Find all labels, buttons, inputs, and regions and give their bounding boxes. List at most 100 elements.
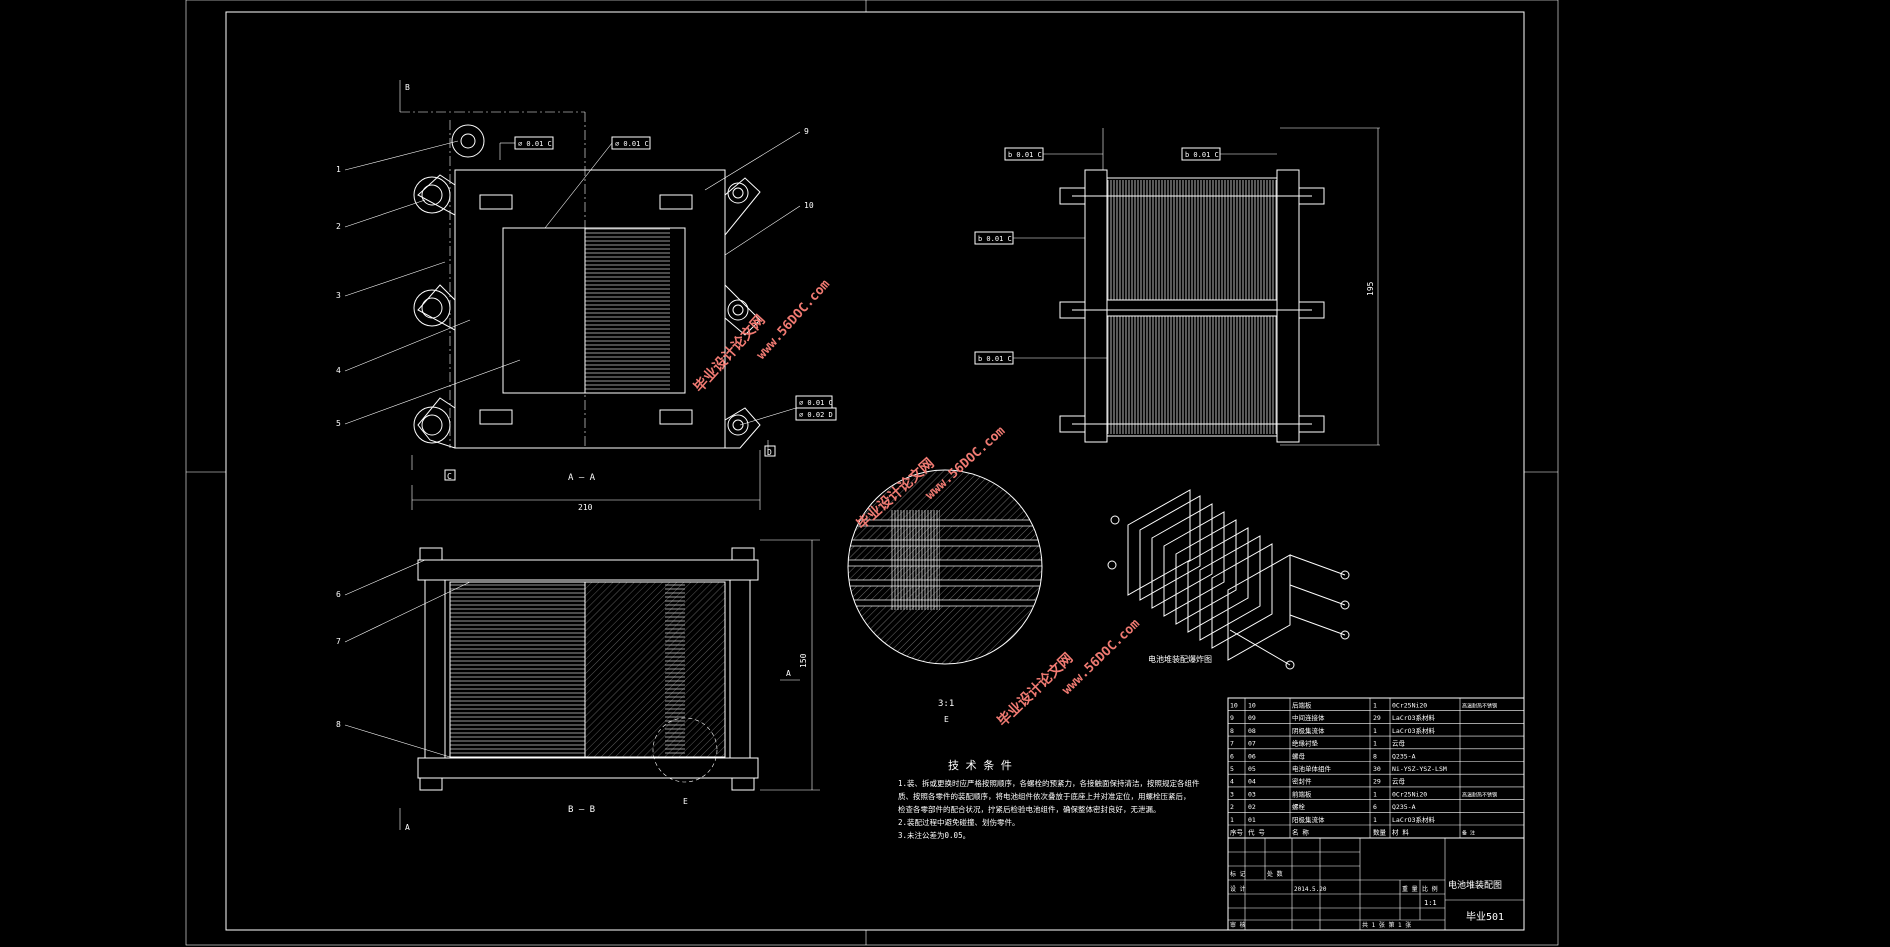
bom-cell: 01 — [1248, 816, 1256, 824]
balloon-4: 4 — [336, 366, 341, 375]
bom-header-cell: 备 注 — [1462, 830, 1475, 837]
bom-cell: 0Cr25Ni20 — [1392, 702, 1427, 710]
exploded-view: 电池堆装配爆炸图 — [1107, 489, 1350, 670]
tb-label-count: 处 数 — [1267, 870, 1283, 878]
bom-cell: 10 — [1248, 702, 1256, 710]
tb-label-ratio: 比 例 — [1422, 885, 1438, 893]
tech-req-line-5: 3.未注公差为0.05。 — [898, 830, 970, 840]
tb-label-check: 审 核 — [1230, 921, 1246, 929]
bom-cell: 8 — [1230, 727, 1234, 735]
bom-cell: Ni-YSZ-YSZ-LSM — [1392, 765, 1447, 773]
bom-cell: 07 — [1248, 740, 1256, 748]
gdt-frame-3: ⌀ 0.01 C — [799, 399, 833, 407]
bom-cell: 高温耐热不锈钢 — [1462, 791, 1497, 798]
section-a-marker-right: A — [786, 669, 791, 678]
gdt-frame-4: ⌀ 0.02 D — [799, 411, 833, 419]
balloon-2: 2 — [336, 222, 341, 231]
bom-cell: 1 — [1373, 790, 1377, 798]
datum-c-label: C — [447, 472, 452, 481]
bom-cell: 云母 — [1392, 740, 1406, 748]
bom-header-cell: 数量 — [1373, 828, 1387, 837]
bom-cell: 3 — [1230, 790, 1234, 798]
tech-req-line-4: 2.装配过程中避免碰撞、划伤零件。 — [898, 817, 1020, 827]
dimension-height-right: 195 — [1366, 281, 1375, 296]
bom-cell: 螺母 — [1292, 751, 1306, 760]
bom-cell: 高温耐热不锈钢 — [1462, 703, 1497, 710]
balloon-9: 9 — [804, 127, 809, 136]
gdt-frame-r3: b 0.01 C — [978, 235, 1012, 243]
tb-sheet: 共 1 张 第 1 张 — [1362, 921, 1411, 929]
gdt-frame-r4: b 0.01 C — [978, 355, 1012, 363]
bom-cell: 云母 — [1392, 778, 1406, 786]
section-a-a-view: C B A — A 210 D — [399, 80, 776, 512]
bom-header-cell: 名 称 — [1292, 828, 1309, 837]
tb-label-mark: 标 记 — [1230, 870, 1246, 878]
balloon-leaders — [344, 131, 801, 758]
balloon-3: 3 — [336, 291, 341, 300]
bom-cell: 0Cr25Ni20 — [1392, 790, 1427, 798]
exploded-caption: 电池堆装配爆炸图 — [1148, 654, 1212, 664]
section-b-marker-top: B — [405, 83, 410, 92]
tb-scale: 1:1 — [1424, 899, 1437, 907]
datum-d-label: D — [767, 448, 772, 457]
bom-cell: 05 — [1248, 765, 1256, 773]
gdt-frames-right: b 0.01 C b 0.01 C b 0.01 C b 0.01 C — [974, 147, 1277, 365]
title-block: 标 记 处 数 设 计 2014.5.20 审 核 重 量 比 例 1:1 共 … — [1227, 837, 1525, 931]
bom-cell: 03 — [1248, 790, 1256, 798]
detail-e-marker: E — [683, 797, 688, 806]
tb-label-design: 设 计 — [1230, 885, 1246, 893]
bom-cell: 29 — [1373, 778, 1381, 786]
bom-cell: 6 — [1230, 752, 1234, 760]
detail-e-view: 3:1 E — [847, 469, 1043, 724]
bom-cell: 绝缘衬垫 — [1292, 739, 1319, 748]
bom-cell: 8 — [1373, 752, 1377, 760]
bom-cell: 10 — [1230, 702, 1238, 710]
balloon-1: 1 — [336, 165, 341, 174]
section-b-b-label: B — B — [568, 805, 595, 815]
bom-header-cell: 代 号 — [1248, 828, 1265, 837]
tech-req-line-1: 1.装、拆或更换时应严格按照顺序，各螺栓的预紧力，各接触面保持清洁，按照规定各组… — [898, 778, 1200, 788]
bom-header-cell: 材 料 — [1392, 828, 1409, 837]
bom-cell: Q235-A — [1392, 752, 1416, 760]
gdt-frame-2: ⌀ 0.01 C — [615, 140, 649, 148]
bom-cell: 1 — [1373, 816, 1377, 824]
side-view: 195 — [1059, 127, 1380, 446]
tech-req-line-3: 检查各零部件的配合状况，拧紧后检验电池组件，确保整体密封良好，无泄漏。 — [898, 804, 1161, 814]
bom-cell: Q235-A — [1392, 803, 1416, 811]
bom-header-cell: 序号 — [1230, 828, 1244, 837]
bom-cell: 1 — [1373, 727, 1377, 735]
bom-cell: 螺栓 — [1292, 802, 1306, 811]
tb-date: 2014.5.20 — [1294, 886, 1327, 893]
bom-cell: 阳极集流体 — [1292, 815, 1325, 824]
tb-drawing-code: 毕业501 — [1466, 910, 1504, 923]
bom-cell: 阴极集流体 — [1292, 726, 1325, 735]
balloon-5: 5 — [336, 419, 341, 428]
tb-label-weight: 重 量 — [1402, 885, 1418, 893]
bom-cell: 1 — [1230, 816, 1234, 824]
section-a-a-label: A — A — [568, 473, 596, 483]
bom-cell: 04 — [1248, 778, 1256, 786]
bom-cell: 5 — [1230, 765, 1234, 773]
bom-cell: 29 — [1373, 714, 1381, 722]
bom-cell: LaCrO3系材料 — [1392, 815, 1435, 824]
bom-cell: 密封件 — [1292, 777, 1312, 786]
detail-label: E — [944, 715, 949, 724]
bom-cell: 1 — [1373, 740, 1377, 748]
bom-cell: 中间连接体 — [1292, 713, 1325, 722]
bom-cell: 7 — [1230, 740, 1234, 748]
tech-req-title: 技 术 条 件 — [948, 758, 1012, 772]
gdt-frame-r2: b 0.01 C — [1185, 151, 1219, 159]
bom-cell: 4 — [1230, 778, 1234, 786]
bom-cell: 2 — [1230, 803, 1234, 811]
sheet-frame — [185, 0, 1559, 946]
gdt-frame-r1: b 0.01 C — [1008, 151, 1042, 159]
section-b-b-view: E B — B 150 A A — [399, 539, 820, 832]
gdt-frames-left: ⌀ 0.01 C ⌀ 0.01 C ⌀ 0.01 C ⌀ 0.02 D — [499, 136, 837, 426]
bom-cell: 06 — [1248, 752, 1256, 760]
bom-cell: 09 — [1248, 714, 1256, 722]
section-a-marker: A — [405, 823, 410, 832]
dimension-height-front: 150 — [799, 653, 808, 668]
tb-drawing-name: 电池堆装配图 — [1448, 879, 1502, 891]
bom-cell: 02 — [1248, 803, 1256, 811]
